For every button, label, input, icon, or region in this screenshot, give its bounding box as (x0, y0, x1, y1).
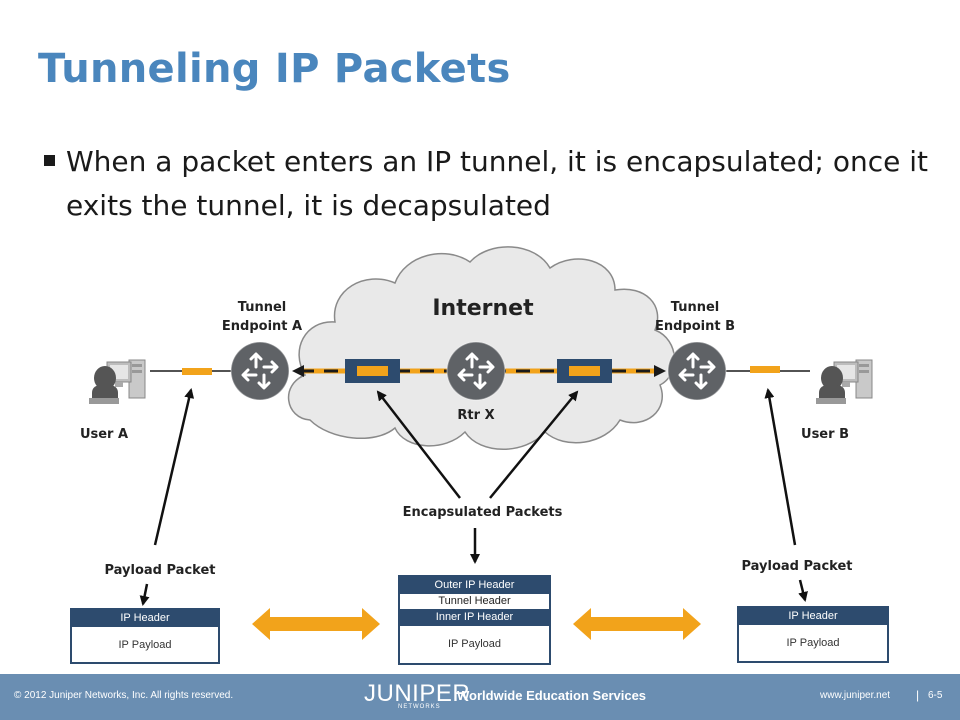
tunnel-arrowhead-right (654, 365, 666, 377)
packet-tunnel-header: Tunnel Header (402, 594, 547, 609)
user-workstation-icon-a (88, 359, 146, 405)
footer-separator: | (916, 688, 920, 702)
slide-title: Tunneling IP Packets (38, 46, 511, 92)
payload-packet-icon-right (750, 366, 780, 373)
user-b-label: User B (801, 427, 849, 442)
tunnel-endpoint-a-line1: Tunnel (237, 300, 287, 315)
footer-website: www.juniper.net (820, 690, 891, 701)
packet-inner-ip-header: Inner IP Header (400, 609, 549, 626)
tunnel-arrowhead-left (292, 365, 304, 377)
bullet-square-icon (44, 155, 55, 166)
tunnel-diagram (88, 246, 873, 640)
footer-bar: © 2012 Juniper Networks, Inc. All rights… (0, 674, 960, 720)
packet-ip-header: IP Header (72, 610, 218, 627)
router-x-label: Rtr X (457, 408, 495, 423)
encapsulated-packets-label: Encapsulated Packets (402, 505, 563, 520)
arrow-to-payload-left (153, 388, 195, 546)
arrow-to-encap-left (376, 390, 461, 499)
payload-packet-left-label: Payload Packet (104, 563, 216, 578)
tunnel-endpoint-a-line2: Endpoint A (221, 319, 303, 334)
double-arrow-icon-right (573, 608, 701, 640)
internet-label: Internet (432, 296, 534, 321)
arrow-down-right (798, 579, 808, 602)
encapsulated-packet-left-icon (345, 359, 400, 383)
arrow-to-payload-right (764, 388, 797, 546)
tunnel-endpoint-a-label: Tunnel Endpoint A (210, 298, 314, 336)
packet-ip-payload: IP Payload (786, 637, 840, 649)
encapsulated-packet: Outer IP Header Tunnel Header Inner IP H… (398, 575, 551, 665)
payload-packet-icon-left (182, 368, 212, 375)
payload-packet-right: IP Header IP Payload (737, 606, 889, 663)
user-a-label: User A (79, 427, 129, 442)
router-icon-endpoint-a (229, 340, 291, 402)
footer-copyright: © 2012 Juniper Networks, Inc. All rights… (14, 690, 234, 701)
page-number: 6-5 (928, 690, 943, 701)
juniper-logo-sub: NETWORKS (398, 704, 441, 710)
tunnel-endpoint-b-line2: Endpoint B (654, 319, 736, 334)
encapsulated-packet-right-icon (557, 359, 612, 383)
packet-ip-header: IP Header (739, 608, 887, 625)
user-workstation-icon-b (815, 359, 873, 405)
arrow-down-left (139, 583, 150, 606)
packet-ip-payload: IP Payload (118, 639, 172, 651)
arrow-to-encap-right (489, 390, 579, 499)
packet-ip-payload: IP Payload (447, 638, 501, 650)
bullet-text: When a packet enters an IP tunnel, it is… (66, 145, 929, 222)
payload-packet-right-label: Payload Packet (741, 559, 853, 574)
router-icon-rtr-x (445, 340, 507, 402)
tunnel-endpoint-b-label: Tunnel Endpoint B (643, 298, 747, 336)
payload-packet-left: IP Header IP Payload (70, 608, 220, 664)
packet-outer-ip-header: Outer IP Header (400, 577, 549, 594)
footer-center-text: Worldwide Education Services (457, 688, 647, 703)
bullet-point: When a packet enters an IP tunnel, it is… (40, 140, 940, 228)
juniper-logo: JUNIPER (364, 680, 471, 707)
double-arrow-icon-left (252, 608, 380, 640)
tunnel-endpoint-b-line1: Tunnel (670, 300, 720, 315)
router-icon-endpoint-b (666, 340, 728, 402)
